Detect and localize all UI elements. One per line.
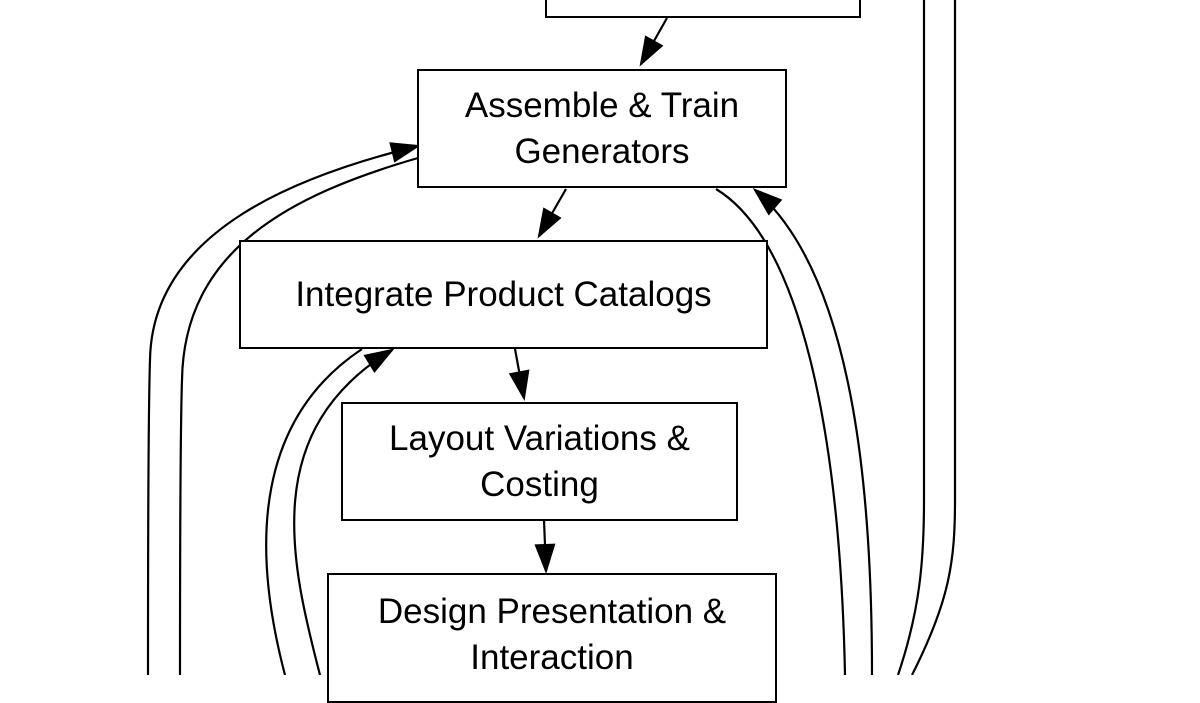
node-design-label: Design Presentation & Interaction [377, 592, 727, 677]
edge-right-long-outer [911, 0, 957, 675]
edge-right-long-inner [896, 0, 926, 675]
edge-left-outer-to-assemble [146, 142, 421, 675]
node-top [545, 0, 861, 18]
node-integrate-product-catalogs: Integrate Product Catalogs [239, 240, 768, 349]
edge-layout-to-design [534, 519, 556, 574]
node-assemble-label: Assemble & Train Generators [464, 85, 740, 171]
edge-assemble-out-right [715, 188, 847, 675]
node-integrate-label: Integrate Product Catalogs [295, 274, 712, 314]
node-design-presentation-interaction: Design Presentation & Interaction [327, 573, 777, 703]
node-assemble-train-generators: Assemble & Train Generators [417, 69, 787, 188]
edge-left-inner-from-assemble [178, 156, 419, 675]
node-layout-variations-costing: Layout Variations & Costing [341, 402, 738, 521]
edge-assemble-to-integrate [537, 188, 567, 239]
edge-integrate-to-layout [508, 348, 530, 401]
node-layout-label: Layout Variations & Costing [389, 418, 690, 504]
edge-design-to-integrate [293, 348, 395, 675]
edge-integrate-out-left [265, 348, 363, 675]
edge-design-to-assemble [752, 188, 874, 675]
edge-layer [146, 0, 957, 675]
edge-top-to-assemble [639, 17, 668, 67]
flow-diagram: Assemble & Train Generators Integrate Pr… [146, 0, 957, 703]
